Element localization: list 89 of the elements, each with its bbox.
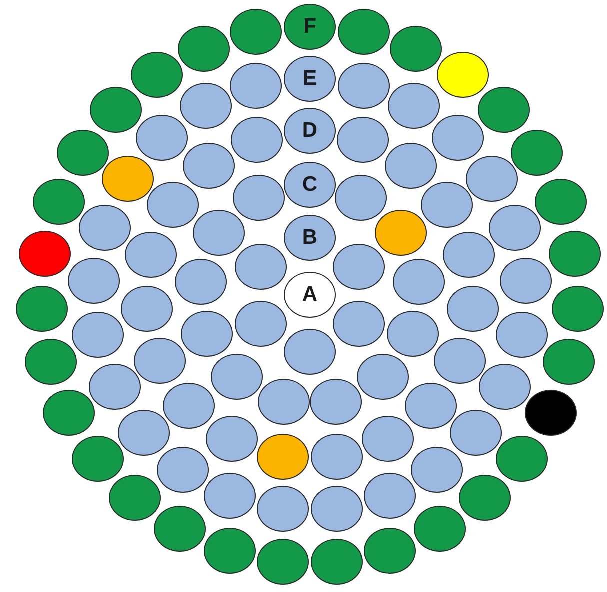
circle [548, 231, 601, 278]
circle [154, 506, 206, 552]
circle [337, 116, 390, 163]
circle [496, 312, 548, 358]
labeled-circle: D [284, 108, 336, 154]
circle [333, 300, 386, 346]
labeled-circle: B [284, 215, 336, 261]
circle [206, 416, 258, 462]
circle [125, 232, 178, 278]
circle [338, 9, 390, 56]
circle [310, 378, 362, 425]
circle [134, 338, 186, 384]
circle [16, 286, 68, 332]
circle [450, 410, 502, 456]
circle [78, 205, 131, 252]
labeled-circle: E [284, 56, 336, 102]
circle [56, 130, 109, 176]
circle [72, 436, 124, 482]
circle [234, 244, 287, 290]
circle [102, 156, 154, 202]
circle [524, 390, 577, 436]
circle [364, 472, 416, 519]
circle [234, 300, 287, 346]
circle [181, 311, 234, 357]
circle [211, 354, 264, 400]
circle [386, 311, 439, 357]
circle [90, 87, 142, 134]
circle [310, 434, 363, 480]
circle [163, 383, 216, 430]
circle [364, 528, 416, 574]
labeled-circle: F [284, 4, 336, 50]
circle [136, 114, 188, 161]
circle [356, 354, 409, 400]
circle [552, 286, 604, 332]
circle [32, 178, 85, 225]
circle [178, 26, 230, 72]
circle [230, 116, 283, 163]
circle [338, 62, 390, 109]
circle [180, 82, 232, 129]
circle [374, 210, 427, 256]
circle [447, 286, 500, 332]
circle [157, 446, 210, 493]
circle [284, 329, 336, 375]
circle [232, 174, 285, 221]
circle [130, 52, 183, 98]
circle [258, 378, 310, 425]
circle [118, 410, 170, 456]
circle [333, 244, 386, 290]
circle [230, 9, 282, 56]
circle [384, 142, 437, 189]
circle [434, 338, 486, 384]
circle [19, 231, 72, 278]
circle [500, 258, 552, 304]
circle [414, 506, 466, 552]
circle [466, 156, 518, 202]
circle [362, 416, 414, 462]
circle [404, 383, 457, 430]
circle [146, 182, 199, 228]
circle [335, 174, 388, 221]
circle [109, 475, 162, 522]
circle [174, 258, 227, 305]
circle [120, 286, 173, 332]
circle [535, 178, 588, 225]
circle [230, 62, 282, 109]
circle [437, 52, 490, 98]
circle [204, 472, 256, 519]
circle [43, 390, 96, 436]
labeled-circle: C [284, 162, 336, 208]
circle [88, 364, 141, 410]
circle [489, 205, 542, 252]
circle [442, 232, 495, 278]
circle [68, 258, 120, 304]
circle [421, 182, 474, 228]
circle [458, 475, 511, 522]
circle [479, 364, 532, 410]
circle [204, 528, 256, 574]
labeled-circle: A [284, 272, 336, 318]
circle [410, 446, 463, 493]
circle [393, 258, 446, 305]
circle [72, 312, 124, 358]
circle [193, 210, 246, 256]
circle [183, 142, 236, 189]
circle [257, 434, 309, 480]
circle [388, 82, 440, 129]
circle [511, 130, 564, 176]
circle [496, 436, 548, 482]
circle [432, 114, 484, 161]
circle [478, 87, 530, 134]
circle [390, 26, 442, 72]
